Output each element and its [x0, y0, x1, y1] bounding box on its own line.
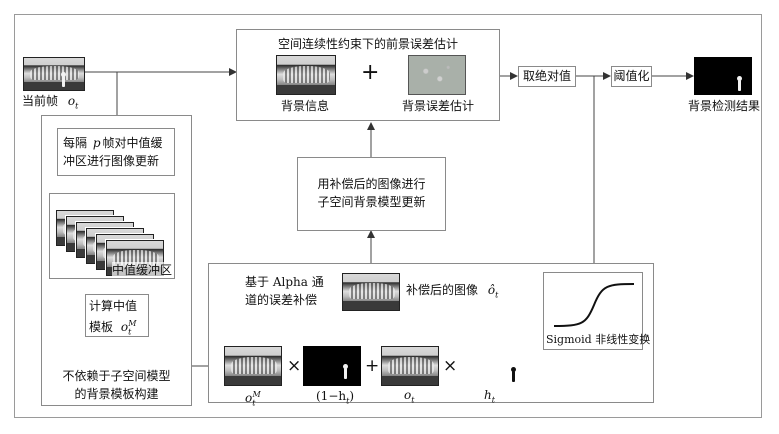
foreground-error-title: 空间连续性约束下的前景误差估计 [277, 37, 458, 51]
background-info-image [276, 55, 336, 95]
term-current-frame-label: ot [404, 388, 415, 405]
plus-sign: + [361, 60, 380, 85]
buffer-update-box [57, 128, 175, 176]
median-template-box [85, 294, 149, 337]
current-frame-image [23, 57, 85, 91]
term-mask-label: ht [484, 388, 495, 405]
sigmoid-curve [553, 283, 635, 327]
detection-result-image [694, 57, 752, 95]
median-template-image [224, 346, 282, 386]
term-inverse-mask-label: (1−ht) [316, 389, 355, 406]
subspace-update-line1: 用补偿后的图像进行 [317, 177, 426, 191]
detection-result-label: 背景检测结果 [688, 99, 761, 113]
times-sign-2: × [443, 356, 458, 376]
subspace-update-box [297, 157, 446, 231]
alpha-compensation-line1: 基于 Alpha 通 [245, 275, 324, 289]
sigmoid-label: Sigmoid 非线性变换 [546, 333, 651, 346]
diagram-frame [14, 14, 762, 418]
compensated-image [342, 273, 400, 311]
pedestrian-figure [61, 72, 66, 87]
alpha-compensation-line2: 道的误差补偿 [245, 293, 318, 307]
current-frame-image-bottom [381, 346, 439, 386]
abs-value-box [518, 66, 576, 87]
times-sign-1: × [287, 356, 302, 376]
median-template-line2: 模板 otM [89, 319, 137, 337]
term-median-label: otM [245, 390, 261, 408]
subspace-update-line2: 子空间背景模型更新 [317, 195, 426, 209]
template-construction-footer-2: 的背景模板构建 [74, 387, 159, 401]
current-frame-label: 当前帧 ot [22, 94, 79, 111]
foreground-figure [737, 76, 742, 91]
mask-ht-figure [511, 367, 516, 382]
buffer-update-line2: 冲区进行图像更新 [63, 154, 160, 168]
inverse-mask-image [303, 346, 361, 386]
median-template-line1: 计算中值 [89, 299, 138, 313]
compensated-label: 补偿后的图像 ôt [406, 283, 499, 300]
mask-figure [343, 364, 348, 379]
median-buffer-label: 中值缓冲区 [112, 262, 173, 278]
threshold-box [611, 66, 652, 87]
plus-sign-bottom: + [365, 356, 380, 376]
template-construction-footer-1: 不依赖于子空间模型 [62, 369, 171, 383]
threshold-label: 阈值化 [613, 69, 650, 83]
error-estimate-label: 背景误差估计 [401, 99, 474, 113]
error-estimate-image [408, 55, 466, 95]
background-info-label: 背景信息 [280, 99, 329, 113]
abs-value-label: 取绝对值 [522, 69, 571, 83]
